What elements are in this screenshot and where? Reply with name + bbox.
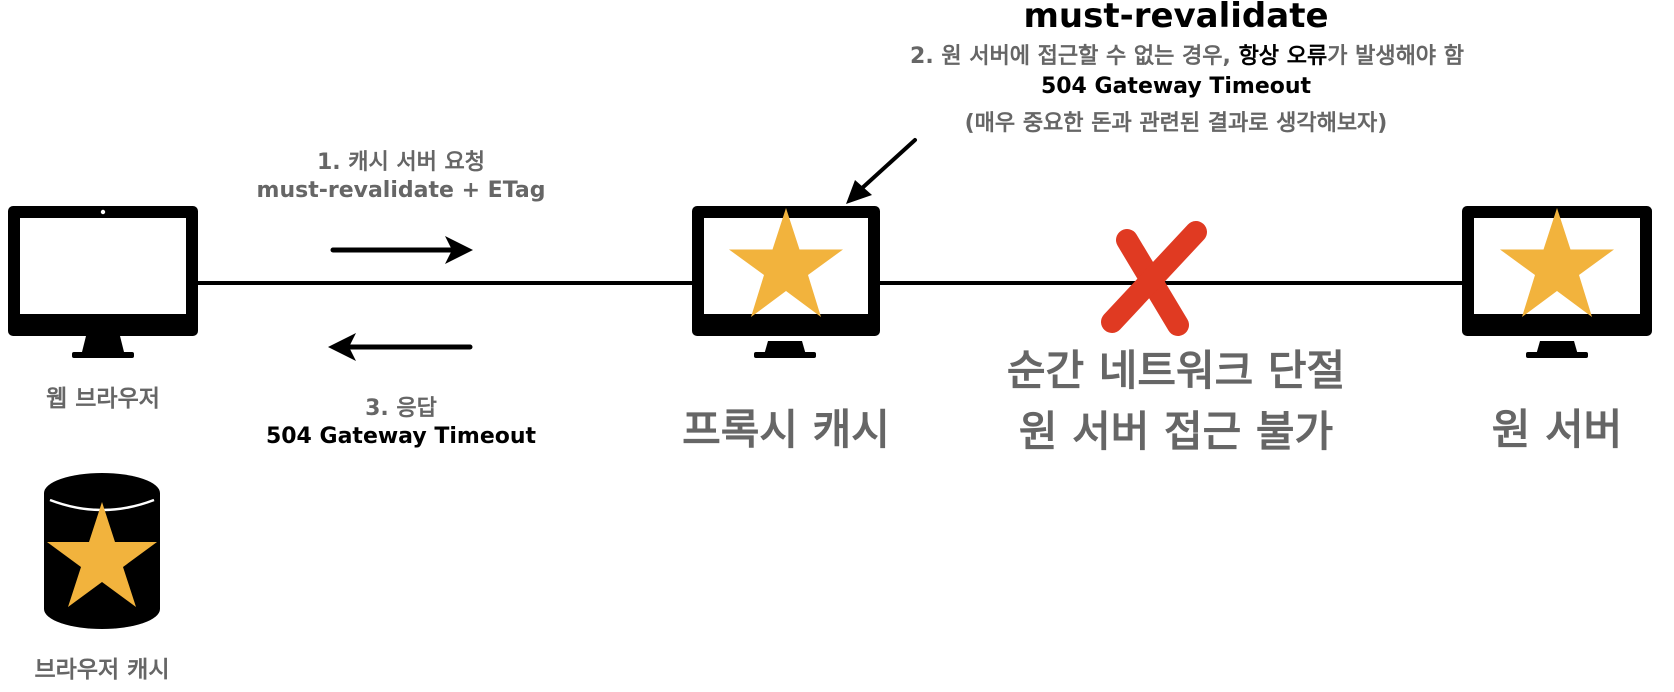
note-line-1-suffix: 가 발생해야 함 xyxy=(1327,44,1464,69)
browser-cache-cylinder-icon xyxy=(44,473,160,629)
cache-star-icon xyxy=(47,502,157,607)
failure-label-line-1: 순간 네트워크 단절 xyxy=(1006,346,1346,395)
note-line-2: 504 Gateway Timeout xyxy=(1040,74,1312,99)
diagram-title: must-revalidate xyxy=(1023,0,1329,36)
request-arrow-icon xyxy=(330,236,473,264)
request-detail-label: must-revalidate + ETag xyxy=(256,178,546,203)
response-arrow-icon xyxy=(328,333,473,361)
note-line-1-emphasis: 항상 오류 xyxy=(1238,44,1328,69)
browser-cache-label: 브라우저 캐시 xyxy=(34,657,170,683)
response-detail-label: 504 Gateway Timeout xyxy=(265,424,537,449)
origin-star-icon xyxy=(1500,208,1614,317)
note-line-1-prefix: 2. 원 서버에 접근할 수 없는 경우, xyxy=(910,44,1239,69)
failure-label-line-2: 원 서버 접근 불가 xyxy=(1018,407,1334,456)
proxy-cache-label: 프록시 캐시 xyxy=(682,405,890,454)
proxy-star-icon xyxy=(729,208,843,317)
network-failure-cross-icon xyxy=(1101,221,1207,336)
origin-server-label: 원 서버 xyxy=(1491,405,1623,454)
browser-label: 웹 브라우저 xyxy=(46,386,160,412)
request-step-label: 1. 캐시 서버 요청 xyxy=(316,150,486,175)
note-line-3: (매우 중요한 돈과 관련된 결과로 생각해보자) xyxy=(964,111,1388,136)
browser-monitor-icon xyxy=(8,206,198,358)
note-line-1: 2. 원 서버에 접근할 수 없는 경우, 항상 오류가 발생해야 함 xyxy=(826,38,1548,70)
note-pointer-arrow-icon xyxy=(846,138,917,204)
response-step-label: 3. 응답 xyxy=(365,396,437,421)
